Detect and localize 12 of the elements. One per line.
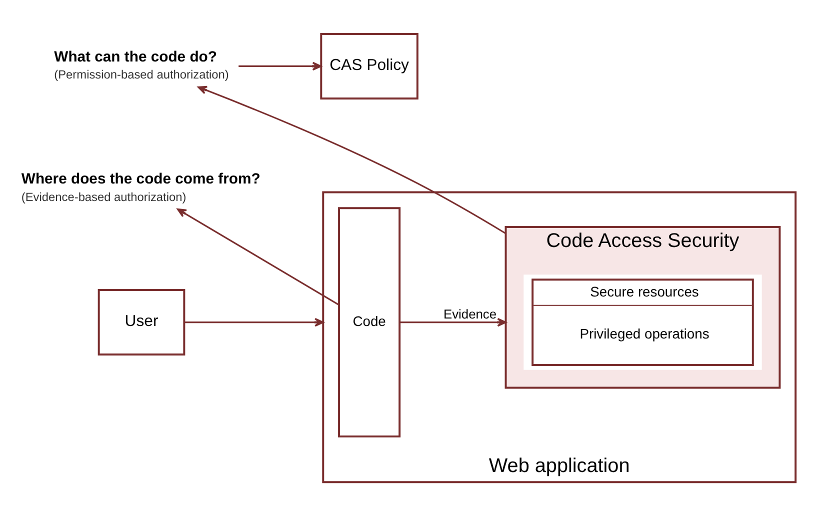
node-text: Where does the code come from? (Evidence-based authorization) [21,171,260,204]
arrow [177,208,340,306]
node-box: Code [338,207,401,438]
node-box: User [98,289,186,356]
edge-label: Evidence [444,306,497,322]
arrow [238,62,322,71]
node-box: CAS Policy [320,32,418,100]
node-text: What can the code do? (Permission-based authorization) [54,49,229,82]
node-box: Secure resources Privileged operations [524,274,762,370]
arrow [400,318,507,327]
arrow [198,86,506,234]
arrow [184,318,324,327]
